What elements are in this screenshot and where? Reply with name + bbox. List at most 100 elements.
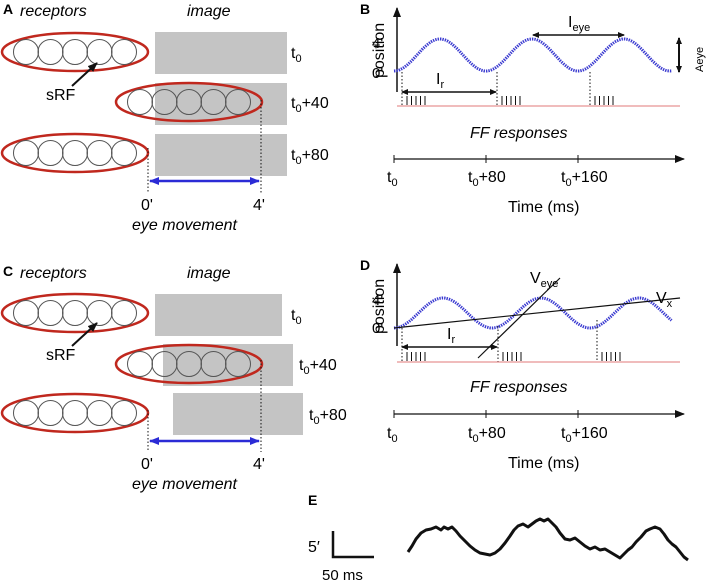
srf-label-c: sRF — [46, 347, 76, 364]
receptor-cell — [37, 400, 64, 426]
xlabel-d: Time (ms) — [508, 455, 579, 472]
image-label-c: image — [187, 265, 231, 282]
image-block-c0 — [155, 294, 282, 336]
xlabel-b: Time (ms) — [508, 199, 579, 216]
tick-label-d0: t0 — [387, 425, 398, 445]
scale-bar — [331, 531, 374, 559]
receptor-outline — [0, 392, 150, 434]
receptor-array-a40 — [114, 81, 264, 123]
eye-movement-label-a: eye movement — [132, 217, 237, 234]
tick-label-d160: t0+160 — [561, 425, 608, 445]
panel-letter-c: C — [3, 263, 13, 279]
ytick-high-b: 4' — [372, 35, 383, 52]
panel-letter-e: E — [308, 492, 317, 508]
v-x-label: Vx — [656, 290, 673, 310]
scale-label-x: 50 ms — [322, 567, 363, 584]
image-block-c80 — [173, 393, 303, 435]
ytick-low-d: 0' — [372, 320, 383, 337]
time-label-c0: t0 — [291, 307, 302, 327]
receptor-cell — [86, 140, 113, 166]
receptors-label-a: receptors — [20, 3, 87, 20]
image-block-a0 — [155, 32, 287, 74]
receptor-cell — [62, 400, 88, 426]
i-eye-label: Ieye — [568, 14, 590, 34]
ytick-high-d: 4' — [372, 292, 383, 309]
receptor-cell — [86, 300, 113, 326]
receptor-outline — [114, 81, 264, 123]
position-trace-b — [393, 37, 672, 73]
receptor-outline — [0, 132, 150, 174]
receptor-cell — [62, 300, 88, 326]
receptor-cell — [225, 351, 251, 377]
time-label-a80: t0+80 — [291, 147, 329, 167]
receptor-cell — [86, 400, 113, 426]
panel-d: D position 4' 0' Veye Vx Ir FF responses… — [360, 257, 685, 472]
axis-start-a: 0' — [141, 197, 153, 214]
tick-label-b160: t0+160 — [561, 169, 608, 189]
time-label-c40: t0+40 — [299, 357, 337, 377]
srf-arrow-c — [71, 322, 98, 347]
i-r-label-b: Ir — [436, 71, 444, 91]
panel-letter-b: B — [360, 1, 370, 17]
receptor-cell — [111, 300, 137, 326]
time-label-c80: t0+80 — [309, 407, 347, 427]
ff-label-b: FF responses — [470, 125, 568, 142]
aeye-label: Aeye — [694, 47, 706, 72]
receptor-array-a0 — [0, 31, 150, 73]
panel-letter-d: D — [360, 257, 370, 273]
receptors-label-c: receptors — [20, 265, 87, 282]
tick-label-b80: t0+80 — [468, 169, 506, 189]
panel-c: C receptors image t0 t0+40 t0+80 sRF 0' … — [0, 263, 347, 493]
receptor-array-c40 — [114, 343, 264, 385]
scale-label-y: 5′ — [308, 539, 320, 556]
tick-label-d80: t0+80 — [468, 425, 506, 445]
receptor-array-c0 — [0, 292, 150, 334]
receptor-cell — [37, 39, 64, 65]
ylabel-d: position — [371, 279, 388, 334]
panel-a: A receptors image t0 t0+40 t0+80 sRF 0' … — [0, 1, 329, 234]
receptor-cell — [127, 351, 153, 377]
receptor-cell — [13, 300, 39, 326]
panel-b: B position 4' 0' Aeye Ieye Ir FF respons… — [360, 1, 706, 216]
srf-arrow-a — [71, 62, 98, 87]
axis-start-c: 0' — [141, 456, 153, 473]
receptor-array-a80 — [0, 132, 150, 174]
time-label-a0: t0 — [291, 45, 302, 65]
v-eye-label: Veye — [530, 270, 558, 290]
ff-label-d: FF responses — [470, 379, 568, 396]
axis-end-c: 4' — [253, 456, 265, 473]
receptor-cell — [127, 89, 153, 115]
receptor-cell — [13, 39, 39, 65]
receptor-cell — [13, 140, 39, 166]
i-r-label-d: Ir — [447, 326, 455, 346]
receptor-cell — [111, 39, 137, 65]
receptor-cell — [62, 39, 88, 65]
ylabel-b: position — [371, 23, 388, 78]
receptor-cell — [225, 89, 251, 115]
panel-letter-a: A — [3, 1, 13, 17]
receptor-cell — [86, 39, 113, 65]
receptor-cell — [62, 140, 88, 166]
receptor-array-c80 — [0, 392, 150, 434]
receptor-cell — [37, 140, 64, 166]
spike-burst-d — [406, 352, 621, 361]
axis-end-a: 4' — [253, 197, 265, 214]
receptor-outline — [0, 31, 150, 73]
panel-e: E 5′ 50 ms — [308, 492, 689, 584]
spike-burst-b — [406, 96, 614, 105]
ytick-low-b: 0' — [372, 65, 383, 82]
receptor-outline — [0, 292, 150, 334]
time-label-a40: t0+40 — [291, 95, 329, 115]
receptor-cell — [37, 300, 64, 326]
srf-label-a: sRF — [46, 87, 76, 104]
receptor-cell — [13, 400, 39, 426]
eye-movement-label-c: eye movement — [132, 476, 237, 493]
tick-label-b0: t0 — [387, 169, 398, 189]
receptor-cell — [111, 140, 137, 166]
receptor-outline — [114, 343, 264, 385]
drift-line-vx — [393, 297, 681, 329]
image-block-a80 — [155, 134, 287, 176]
receptor-cell — [111, 400, 137, 426]
image-label-a: image — [187, 3, 231, 20]
eye-position-trace-e — [406, 517, 689, 562]
